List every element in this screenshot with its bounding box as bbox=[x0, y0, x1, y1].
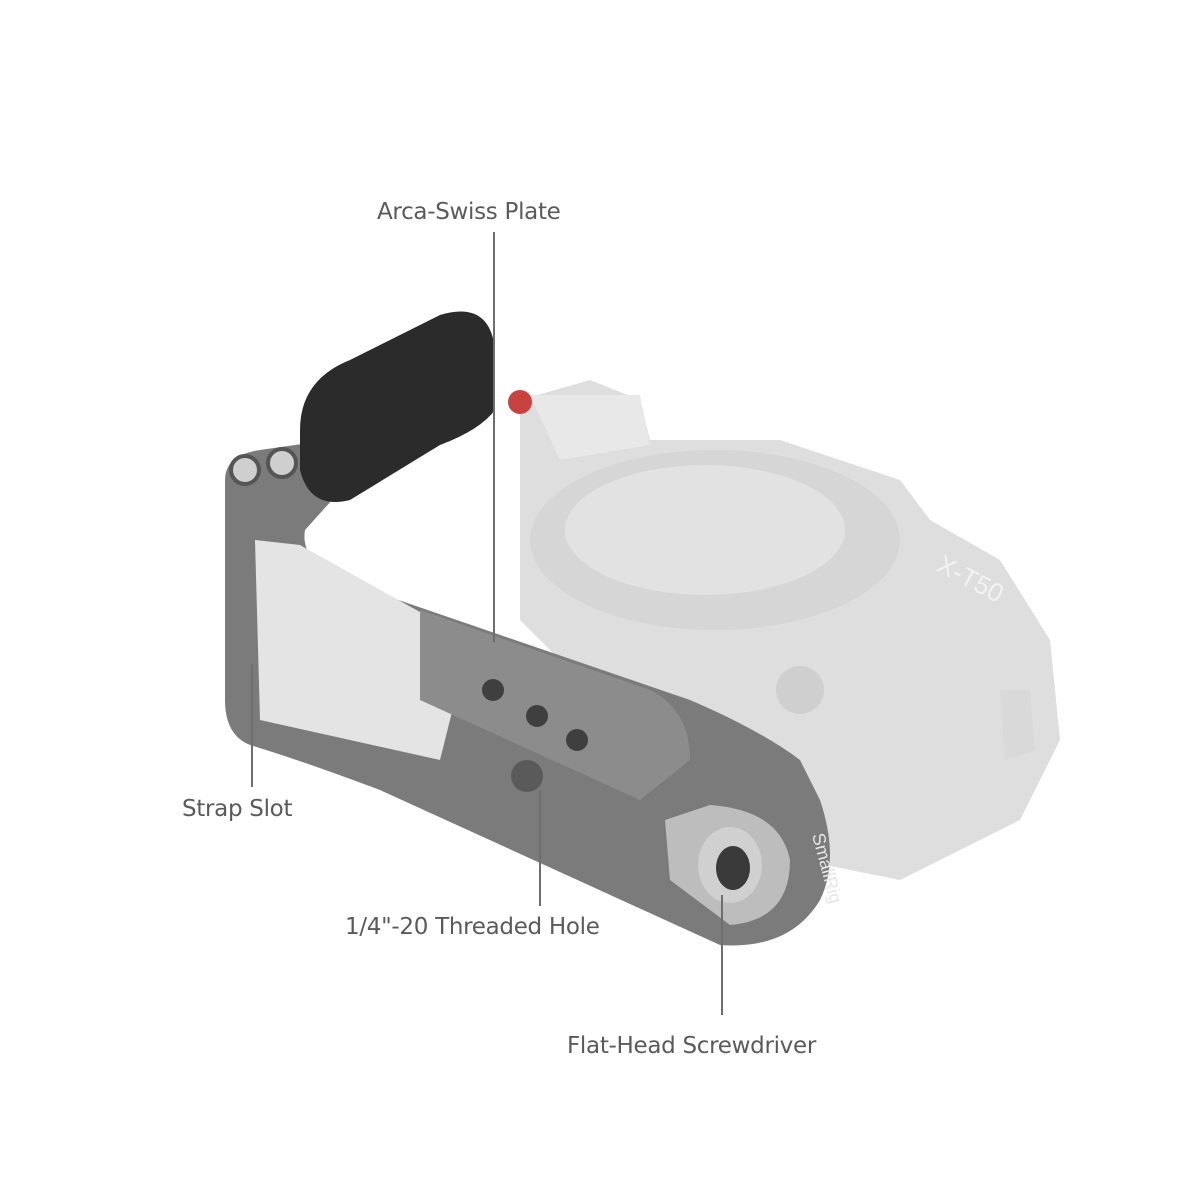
callout-screwdriver: Flat-Head Screwdriver bbox=[567, 1033, 817, 1059]
leader-line-arca bbox=[493, 232, 495, 642]
battery-door bbox=[255, 540, 470, 760]
leader-line-screwdriver bbox=[721, 895, 723, 1015]
callout-arca-swiss-plate: Arca-Swiss Plate bbox=[377, 199, 561, 225]
red-dial bbox=[508, 390, 532, 414]
arca-swiss-plate bbox=[420, 610, 690, 800]
leader-line-strap bbox=[251, 665, 253, 787]
callout-threaded-hole: 1/4"-20 Threaded Hole bbox=[345, 914, 600, 940]
leader-line-threaded bbox=[539, 790, 541, 906]
cage-frame bbox=[225, 440, 830, 946]
rubber-grip bbox=[300, 311, 495, 502]
threaded-hole bbox=[511, 760, 543, 792]
camera-body: X-T50 bbox=[508, 380, 1060, 880]
callout-strap-slot: Strap Slot bbox=[182, 796, 293, 822]
